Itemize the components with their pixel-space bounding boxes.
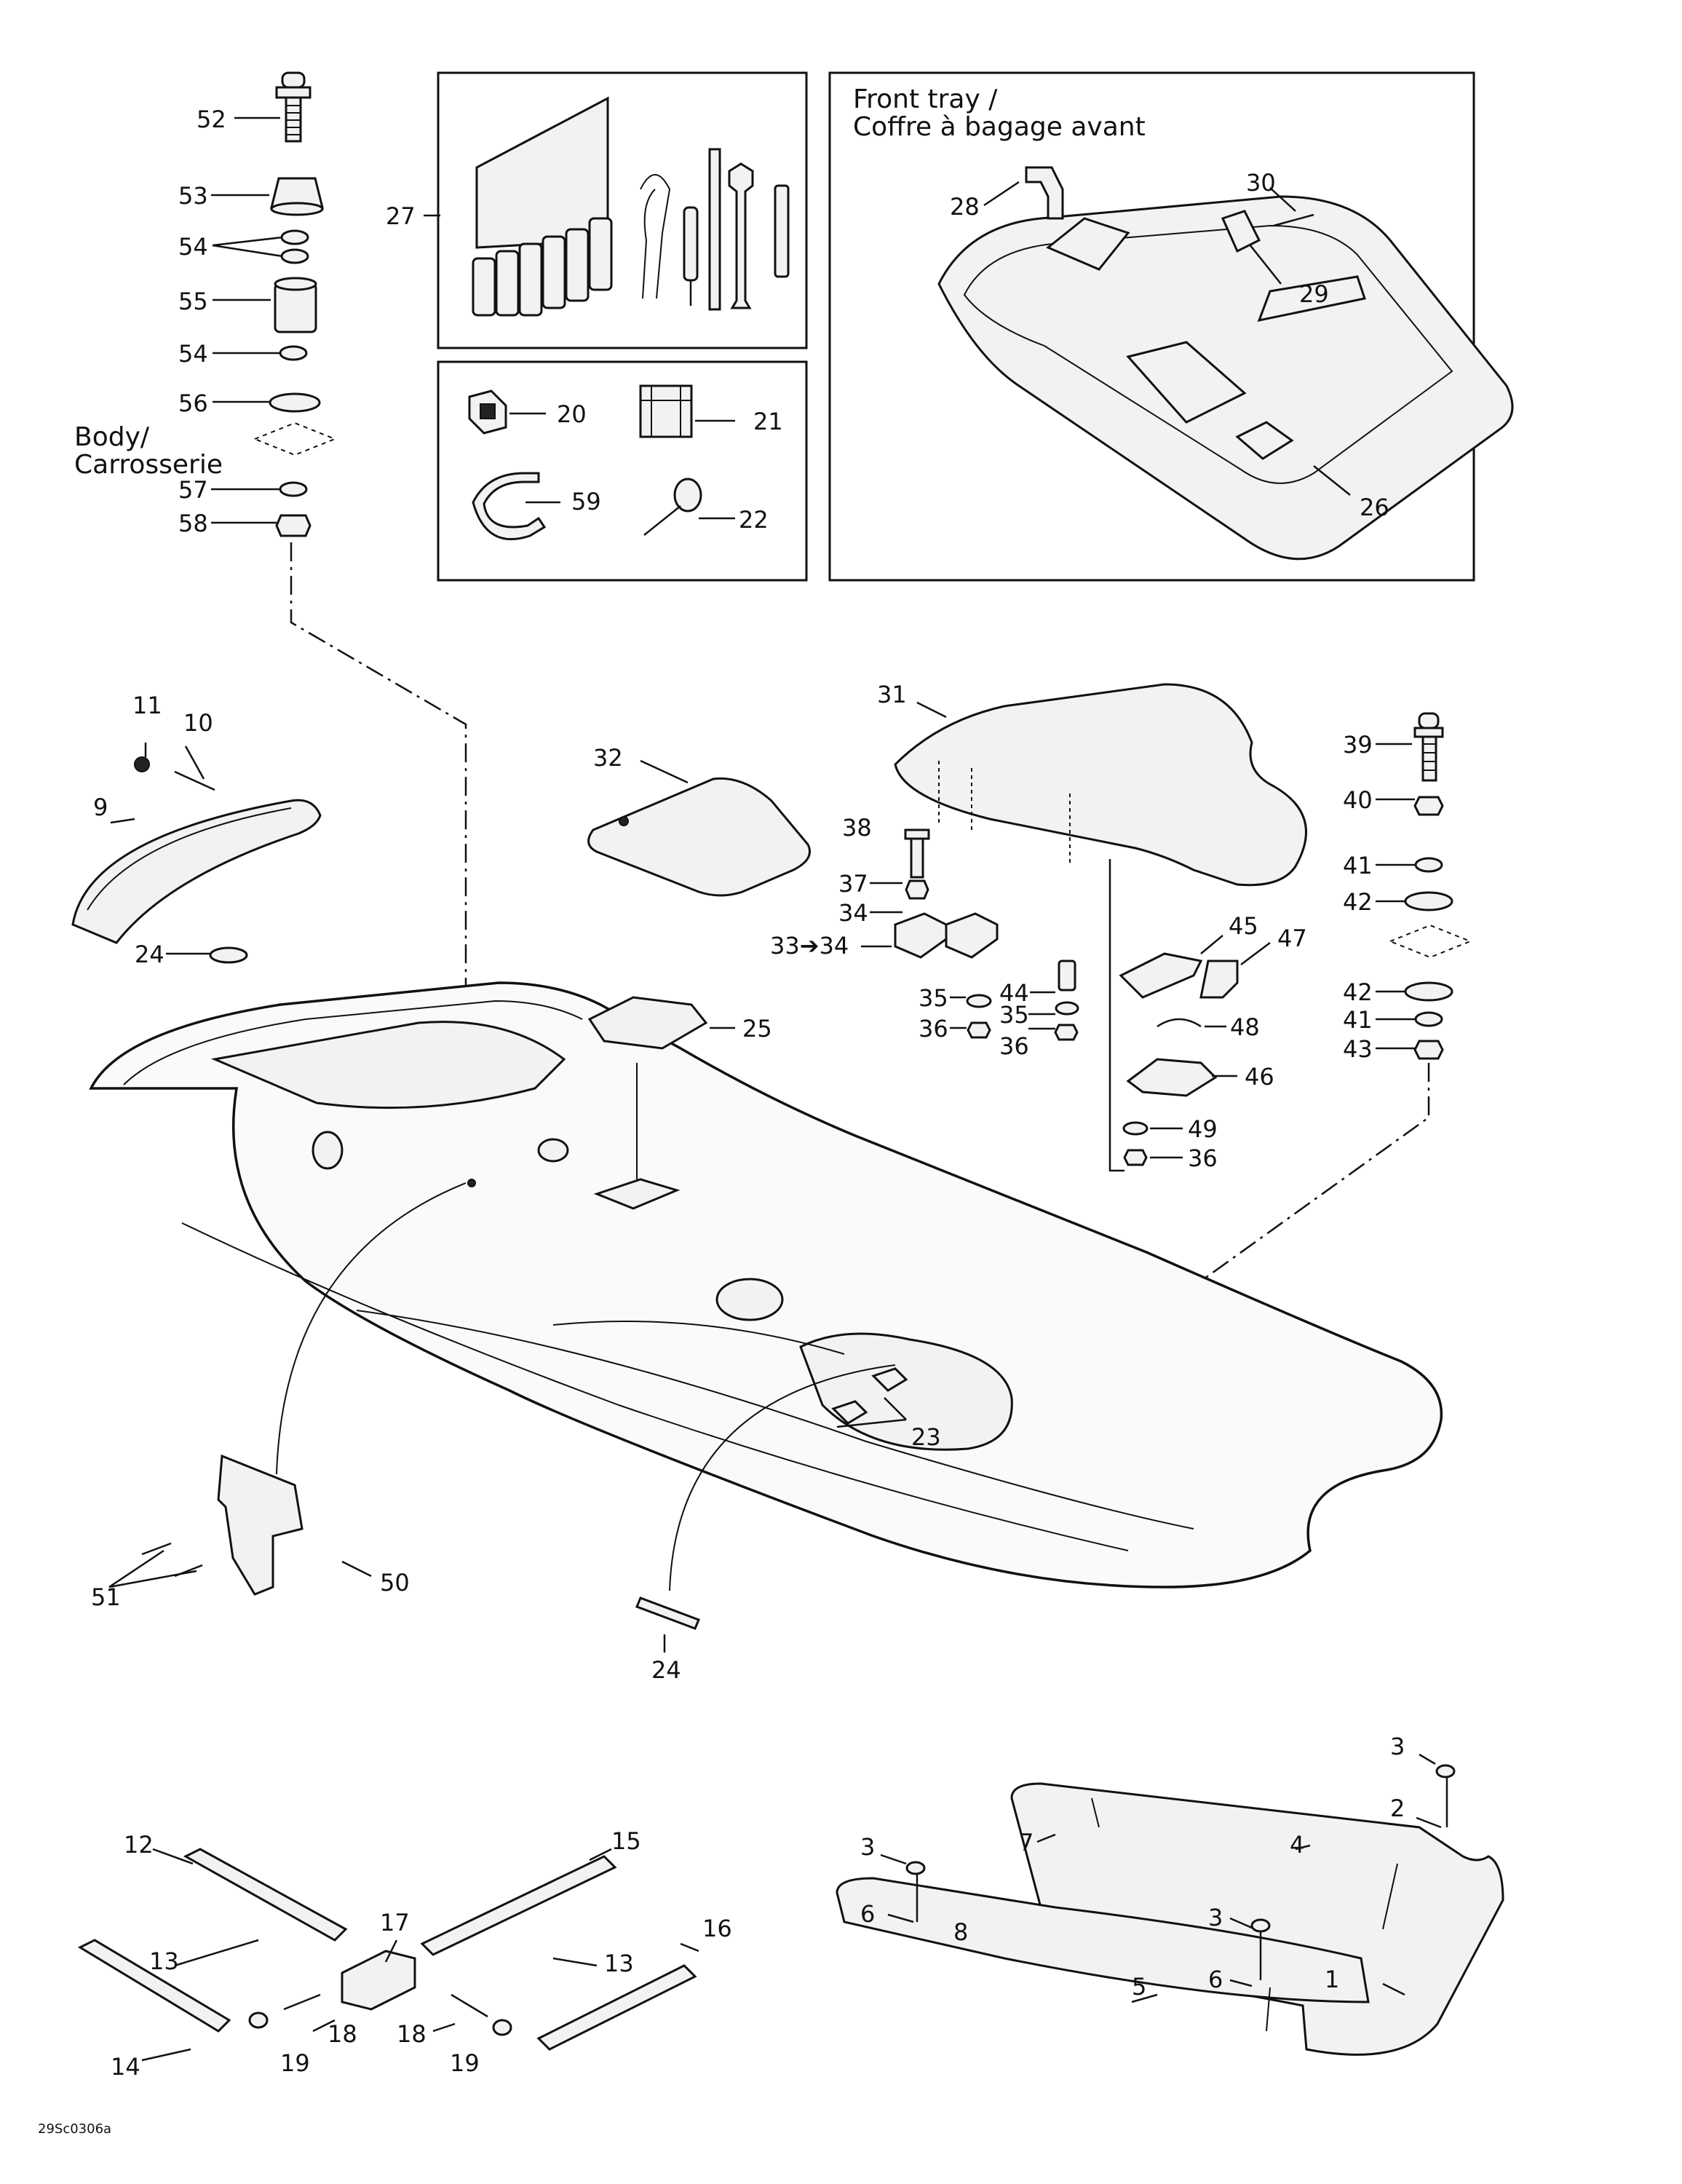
callout: 10 xyxy=(183,709,213,737)
callout: 1 xyxy=(1325,1966,1339,1993)
callout: 41 xyxy=(1343,1006,1373,1034)
callout: 2 xyxy=(1390,1795,1405,1822)
hull-body xyxy=(89,981,1443,1591)
callout: 36 xyxy=(919,1015,948,1042)
callout: 38 xyxy=(842,814,872,842)
callout: 23 xyxy=(911,1423,941,1451)
callout: 40 xyxy=(1343,786,1373,814)
callout: 7 xyxy=(1019,1829,1034,1856)
callout: 42 xyxy=(1343,978,1373,1006)
callout: 18 xyxy=(397,2020,427,2048)
right-mount-stack xyxy=(1007,712,1472,1421)
callout: 42 xyxy=(1343,888,1373,916)
front-tray-caption-line1: Front tray / xyxy=(853,84,998,114)
callout: 3 xyxy=(1390,1733,1405,1760)
callout: 59 xyxy=(571,488,601,515)
callout: 50 xyxy=(380,1569,410,1597)
callout: 24 xyxy=(135,941,164,968)
callout: 41 xyxy=(1343,852,1373,879)
callout: 51 xyxy=(91,1583,121,1611)
callout: 31 xyxy=(877,681,907,708)
seat-31 xyxy=(894,683,1307,887)
callout: 52 xyxy=(197,106,226,133)
callout: 56 xyxy=(178,389,208,417)
callout: 32 xyxy=(593,744,623,772)
callout: 46 xyxy=(1245,1063,1274,1091)
callout: 37 xyxy=(838,870,868,898)
callout: 35 xyxy=(999,1001,1029,1029)
callout: 8 xyxy=(953,1918,968,1946)
callout: 30 xyxy=(1246,169,1276,197)
callout: 24 xyxy=(651,1656,681,1684)
fender-parts xyxy=(71,743,322,964)
bracket-50 xyxy=(108,1454,372,1596)
callout: 6 xyxy=(860,1900,875,1928)
callout: 20 xyxy=(557,400,587,428)
callout: 17 xyxy=(380,1909,410,1936)
callout: 21 xyxy=(753,408,783,435)
callout: 14 xyxy=(111,2053,140,2081)
callout: 36 xyxy=(999,1032,1029,1060)
tool-kit-box xyxy=(424,71,808,349)
callout: 5 xyxy=(1132,1973,1146,2001)
seat-cover-parts xyxy=(836,1753,1504,2056)
callout: 54 xyxy=(178,233,208,261)
callout: 35 xyxy=(919,984,948,1012)
callout: 45 xyxy=(1229,912,1258,940)
callout: 16 xyxy=(702,1915,732,1942)
seat-latch-parts xyxy=(1108,859,1271,1172)
callout: 36 xyxy=(1188,1144,1218,1172)
callout: 13 xyxy=(604,1950,634,1977)
callout: 33➔34 xyxy=(770,932,849,960)
callout: 28 xyxy=(950,193,980,221)
callout: 13 xyxy=(149,1947,179,1975)
callout: 18 xyxy=(328,2020,357,2048)
cover-32 xyxy=(587,759,811,897)
misc-covers xyxy=(587,996,735,1653)
callout: 49 xyxy=(1188,1115,1218,1143)
latch-parts xyxy=(861,828,1079,1041)
callout: 15 xyxy=(611,1827,641,1855)
body-caption-line2: Carrosserie xyxy=(74,450,223,480)
callout: 53 xyxy=(178,182,208,210)
callout: 27 xyxy=(386,202,416,230)
callout: 19 xyxy=(280,2049,310,2077)
callout: 22 xyxy=(739,506,769,534)
callout: 9 xyxy=(93,794,108,821)
callout: 4 xyxy=(1290,1831,1304,1859)
callout: 29 xyxy=(1299,280,1329,308)
callout: 12 xyxy=(124,1831,154,1859)
body-caption-line1: Body/ xyxy=(74,422,150,452)
callout: 55 xyxy=(178,288,208,315)
callout: 6 xyxy=(1208,1966,1223,1993)
small-parts-box xyxy=(437,360,808,582)
callout: 43 xyxy=(1343,1035,1373,1063)
callout: 54 xyxy=(178,340,208,368)
front-tray-caption-line2: Coffre à bagage avant xyxy=(853,112,1146,142)
callout: 44 xyxy=(999,979,1029,1007)
callout: 58 xyxy=(178,510,208,537)
callout: 3 xyxy=(1208,1904,1223,1931)
callout: 47 xyxy=(1277,925,1307,952)
figure-code: 29Sc0306a xyxy=(38,2121,111,2137)
callout: 39 xyxy=(1343,731,1373,759)
left-mount-stack xyxy=(211,71,467,1194)
callout: 57 xyxy=(178,476,208,504)
callout: 19 xyxy=(450,2049,480,2077)
callout: 34 xyxy=(838,899,868,927)
callout: 11 xyxy=(132,692,162,719)
front-tray-box xyxy=(828,71,1514,582)
callout: 48 xyxy=(1230,1013,1260,1041)
callout: 26 xyxy=(1360,494,1389,521)
rub-rail-parts xyxy=(77,1848,699,2062)
callout: 3 xyxy=(860,1833,875,1861)
callout: 25 xyxy=(742,1015,772,1042)
callout-labels: 52 53 54 55 54 56 57 58 27 20 21 59 22 2… xyxy=(91,106,1405,2081)
